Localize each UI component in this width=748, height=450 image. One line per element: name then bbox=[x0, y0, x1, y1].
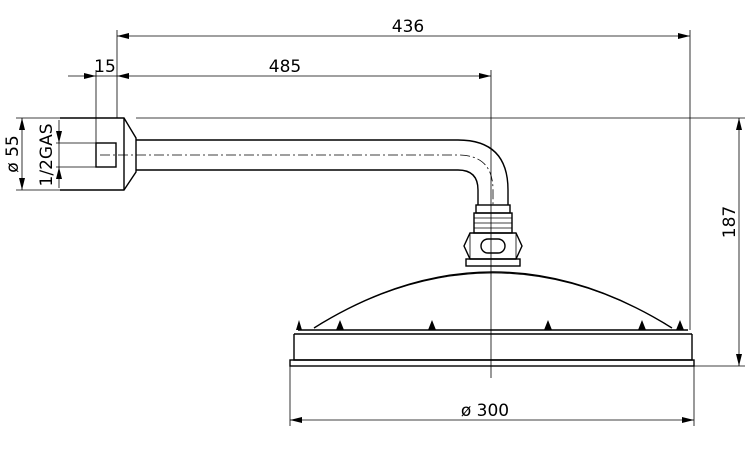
dimension-flange-diameter: ø 55 bbox=[3, 117, 60, 191]
head-screws bbox=[296, 320, 684, 330]
dimension-485-label: 485 bbox=[269, 57, 301, 77]
dimension-55-label: ø 55 bbox=[3, 135, 23, 172]
dimension-187-label: 187 bbox=[720, 206, 740, 238]
dimension-thread: 1/2GAS bbox=[37, 120, 96, 188]
dimension-300-label: ø 300 bbox=[461, 401, 509, 421]
shower-head bbox=[289, 271, 695, 367]
dimension-436-label: 436 bbox=[392, 17, 424, 37]
dimension-overall-length: 436 bbox=[116, 17, 691, 330]
wall-flange bbox=[60, 117, 137, 191]
dimension-flange-depth: 15 bbox=[68, 57, 117, 118]
dimension-head-diameter: ø 300 bbox=[289, 366, 695, 426]
dimension-height: 187 bbox=[136, 117, 745, 367]
shower-arm bbox=[100, 139, 509, 205]
dimension-15-label: 15 bbox=[94, 57, 116, 77]
dimension-thread-label: 1/2GAS bbox=[37, 124, 57, 187]
swivel-joint bbox=[463, 204, 523, 267]
dimension-arm-length: 485 bbox=[117, 57, 491, 79]
